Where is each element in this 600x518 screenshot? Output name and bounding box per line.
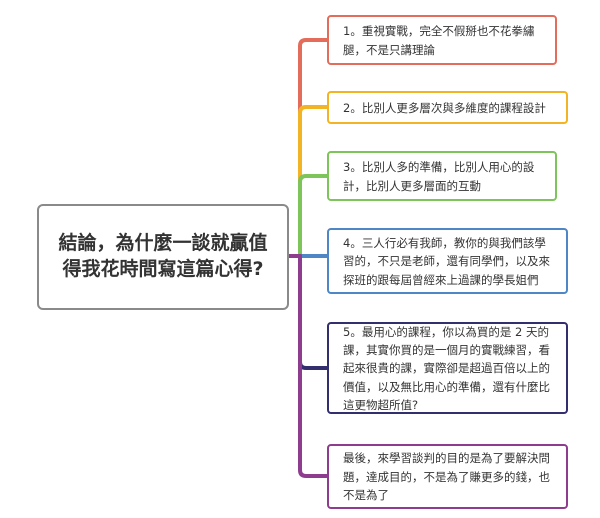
root-topic[interactable]: 結論，為什麼一談就贏值得我花時間寫這篇心得? xyxy=(37,204,289,310)
branch-node-3[interactable]: 3。比別人多的準備，比別人用心的設計，比別人更多層面的互動 xyxy=(327,151,557,201)
branch-node-6-text: 最後，來學習談判的目的是為了要解決問題，達成目的，不是為了賺更多的錢，也不是為了 xyxy=(343,451,550,503)
connector-branch-6 xyxy=(298,254,329,478)
root-topic-text: 結論，為什麼一談就贏值得我花時間寫這篇心得? xyxy=(58,232,268,280)
connector-branch-1 xyxy=(298,38,329,258)
branch-node-2[interactable]: 2。比別人更多層次與多維度的課程設計 xyxy=(327,91,568,124)
branch-node-5-text: 5。最用心的課程，你以為買的是 2 天的課，其實你買的是一個月的實戰練習，看起來… xyxy=(343,324,550,413)
branch-node-4-text: 4。三人行必有我師，教你的與我們該學習的，不只是老師，還有同學們，以及來探班的跟… xyxy=(343,235,550,287)
branch-node-4[interactable]: 4。三人行必有我師，教你的與我們該學習的，不只是老師，還有同學們，以及來探班的跟… xyxy=(327,228,568,294)
connector-branch-5 xyxy=(298,254,329,370)
branch-node-1[interactable]: 1。重視實戰，完全不假掰也不花拳繡腿，不是只講理論 xyxy=(327,15,557,65)
branch-node-2-text: 2。比別人更多層次與多維度的課程設計 xyxy=(343,100,546,115)
connector-branch-2 xyxy=(298,105,329,258)
branch-node-5[interactable]: 5。最用心的課程，你以為買的是 2 天的課，其實你買的是一個月的實戰練習，看起來… xyxy=(327,322,568,414)
branch-node-1-text: 1。重視實戰，完全不假掰也不花拳繡腿，不是只講理論 xyxy=(343,24,535,57)
branch-node-3-text: 3。比別人多的準備，比別人用心的設計，比別人更多層面的互動 xyxy=(343,160,535,193)
connector-branch-3 xyxy=(298,174,329,258)
branch-node-6[interactable]: 最後，來學習談判的目的是為了要解決問題，達成目的，不是為了賺更多的錢，也不是為了 xyxy=(327,444,568,509)
